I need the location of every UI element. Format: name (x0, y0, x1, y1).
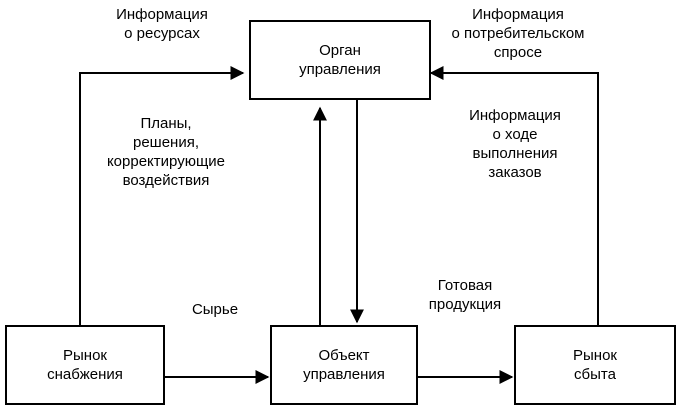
node-text: сбыта (574, 366, 616, 383)
node-text: Объект (318, 347, 370, 364)
node-sales-market: Рынок сбыта (514, 325, 676, 405)
label-finished-goods: Готовая продукция (410, 276, 520, 314)
label-text: Готовая (437, 277, 493, 294)
node-control-body: Орган управления (249, 20, 431, 100)
node-control-object: Объект управления (270, 325, 418, 405)
label-plans: Планы, решения, корректирующие воздейств… (86, 114, 246, 190)
node-text: управления (303, 366, 385, 383)
label-text: Информация (116, 6, 208, 23)
label-resource-info: Информация о ресурсах (92, 5, 232, 43)
label-text: выполнения (472, 145, 558, 162)
node-text: управления (299, 61, 381, 78)
label-orders-info: Информация о ходе выполнения заказов (440, 106, 590, 182)
node-text: снабжения (47, 366, 123, 383)
label-text: Информация (469, 107, 561, 124)
label-text: продукция (428, 296, 502, 313)
label-text: Планы, (140, 115, 192, 132)
node-supply-market: Рынок снабжения (5, 325, 165, 405)
label-text: Сырье (191, 301, 239, 318)
label-text: заказов (488, 164, 542, 181)
label-text: о ходе (492, 126, 538, 143)
label-text: Информация (472, 6, 564, 23)
label-demand-info: Информация о потребительском спросе (433, 5, 603, 62)
arrow-supply-to-control (79, 66, 245, 325)
label-raw-materials: Сырье (170, 300, 260, 319)
node-text: Орган (319, 42, 361, 59)
label-text: решения, (132, 134, 199, 151)
node-text: Рынок (63, 347, 107, 364)
arrow-sales-to-control (429, 66, 599, 325)
label-text: воздействия (122, 172, 210, 189)
label-text: о потребительском (451, 25, 585, 42)
label-text: о ресурсах (124, 25, 200, 42)
label-text: корректирующие (106, 153, 226, 170)
node-text: Рынок (573, 347, 617, 364)
label-text: спросе (493, 44, 543, 61)
